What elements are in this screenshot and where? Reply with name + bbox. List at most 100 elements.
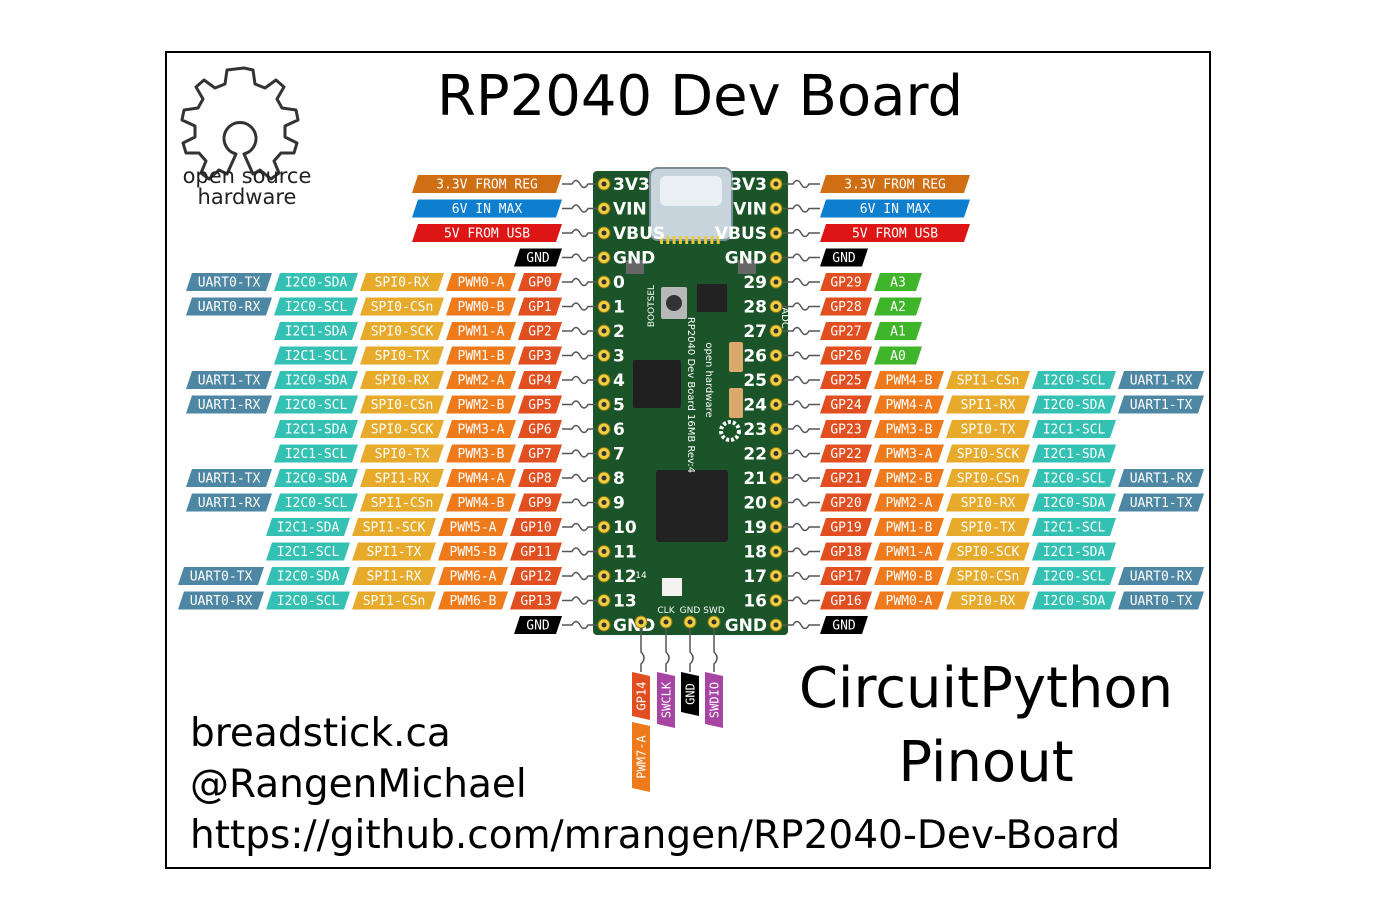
pin-hole [601, 328, 607, 334]
label-shape [820, 224, 970, 242]
label-text: SPI1-RX [961, 398, 1016, 413]
pin-label-right: 6V IN MAX [820, 199, 970, 218]
label-shape [820, 346, 872, 365]
pin-label-right: A1 [874, 322, 922, 340]
label-shape [518, 371, 562, 389]
label-shape [874, 444, 944, 463]
label-shape [705, 672, 723, 728]
pin-hole [601, 402, 607, 407]
pin-label-left: PWM4-B [446, 493, 516, 512]
credits: breadstick.ca @RangenMichael https://git… [190, 708, 1120, 861]
pin-label-right: GP24 [820, 395, 872, 414]
label-shape [352, 542, 436, 561]
label-shape [946, 591, 1030, 610]
silk-left-label: 3V3 [613, 175, 650, 195]
label-text: UART1-RX [198, 398, 261, 413]
pin-label-right: GP25 [820, 371, 872, 389]
pin-label-right: PWM0-A [874, 591, 944, 610]
pin-label-left: PWM6-B [438, 591, 508, 610]
label-shape [874, 395, 944, 414]
label-text: PWM2-B [886, 472, 933, 487]
label-shape [446, 444, 516, 463]
pin-label-left: SPI0-RX [360, 273, 444, 291]
pin-label-left: UART1-RX [186, 395, 272, 414]
label-shape [820, 273, 872, 291]
label-text: SPI0-SCK [957, 545, 1020, 560]
label-shape [946, 542, 1030, 561]
label-shape [681, 672, 699, 716]
pin-label-left: I2C0-SDA [274, 371, 358, 389]
pin-label-right: SPI0-TX [946, 518, 1030, 536]
usb-pad [716, 236, 720, 244]
usb-pad [691, 236, 695, 244]
label-shape [518, 395, 562, 414]
twitter-handle[interactable]: @RangenMichael [190, 762, 527, 807]
github-link[interactable]: https://github.com/mrangen/RP2040-Dev-Bo… [190, 813, 1121, 858]
pin-wire-right [782, 571, 820, 581]
silk-right-label: 17 [743, 567, 767, 587]
website-link[interactable]: breadstick.ca [190, 711, 451, 756]
pin-wire-left [562, 228, 598, 238]
pin-hole [601, 230, 607, 236]
label-text: UART1-TX [1130, 398, 1193, 413]
label-shape [266, 542, 350, 561]
smd-component [626, 260, 644, 274]
pin-label-left: I2C0-SCL [274, 395, 358, 414]
silk-right-label: 28 [743, 298, 767, 318]
pin-hole [601, 426, 607, 432]
pin-hole [601, 500, 607, 505]
label-text: SPI1-TX [367, 545, 422, 560]
label-text: PWM1-A [458, 325, 505, 340]
pin-label-left: UART0-RX [178, 591, 264, 610]
pin-wire-left [562, 571, 598, 581]
pin-label-left: GP13 [510, 591, 562, 610]
label-shape [820, 175, 970, 193]
label-shape [874, 346, 922, 365]
usb-pad [704, 236, 708, 244]
pin-label-right: SPI1-RX [946, 395, 1030, 414]
pin-label-right: PWM2-A [874, 493, 944, 512]
pin-label-left: PWM4-A [446, 469, 516, 487]
label-shape [1032, 469, 1116, 487]
label-shape [438, 518, 508, 536]
pin-label-bottom: GND [681, 672, 699, 716]
pin-wire-left [562, 547, 598, 556]
page-title: RP2040 Dev Board [436, 64, 964, 129]
rp2040-chip [656, 470, 728, 542]
label-shape [874, 273, 922, 291]
label-shape [946, 518, 1030, 536]
pin-hole [773, 377, 779, 383]
silk-left-label: 8 [613, 469, 625, 489]
pin-label-left: PWM6-A [438, 567, 508, 585]
label-shape [946, 469, 1030, 487]
pin-hole [773, 304, 779, 309]
silk-left-label: 13 [613, 592, 637, 612]
label-text: UART1-TX [1130, 496, 1193, 511]
bottom-pad-label: SWD [703, 606, 725, 616]
label-shape [360, 469, 444, 487]
pin-label-left: I2C1-SDA [266, 518, 350, 536]
silk-right-label: 26 [743, 347, 767, 367]
label-text: SPI1-SCK [363, 521, 426, 536]
label-text: PWM4-B [458, 496, 505, 511]
board-chip-text: open hardware [703, 342, 714, 417]
label-text: UART0-RX [1130, 570, 1193, 585]
pin-label-left: GP12 [510, 567, 562, 585]
pin-label-left: UART1-TX [186, 469, 272, 487]
label-shape [820, 542, 872, 561]
label-shape [446, 371, 516, 389]
label-shape [1032, 591, 1116, 610]
crystal [729, 342, 743, 372]
label-text: SPI0-SCK [957, 447, 1020, 462]
label-text: I2C1-SDA [1043, 545, 1106, 560]
label-shape [514, 616, 562, 634]
pin-label-left: PWM5-A [438, 518, 508, 536]
pin-label-right: GND [820, 616, 868, 634]
label-shape [186, 493, 272, 512]
label-shape [874, 322, 922, 340]
pin-label-left: SPI1-SCK [352, 518, 436, 536]
pin-label-right: GP17 [820, 567, 872, 585]
pin-label-left: PWM2-A [446, 371, 516, 389]
pin-wire-right [782, 228, 820, 238]
pin-hole [601, 524, 607, 530]
